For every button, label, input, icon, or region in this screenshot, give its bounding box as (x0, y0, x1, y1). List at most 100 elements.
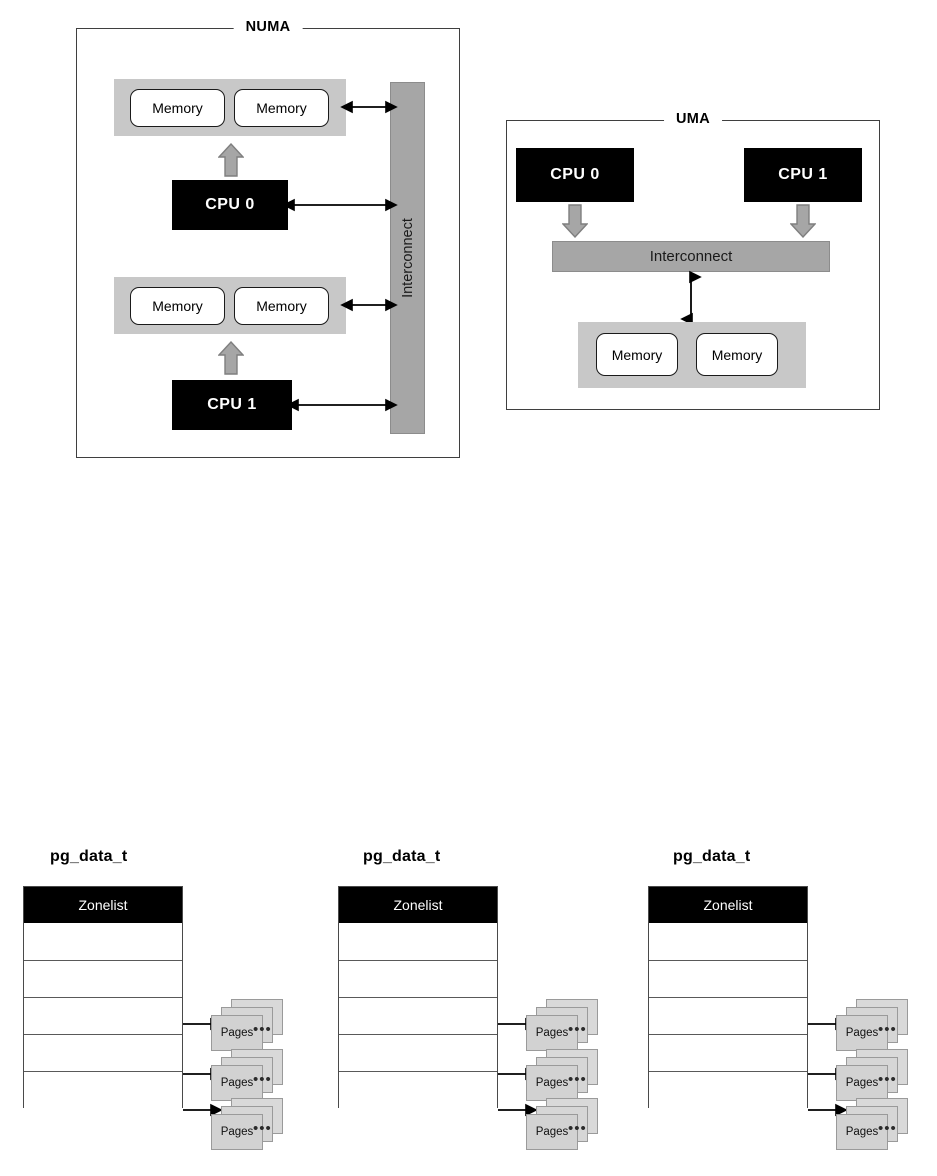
pages-label: Pages (220, 1027, 254, 1039)
pgdata-node-0-row-3[interactable] (24, 1034, 182, 1071)
pgdata-node-0-row-0[interactable] (24, 923, 182, 960)
uma-memory-1[interactable]: Memory (696, 333, 778, 376)
pgdata-node-1-pages-2[interactable]: Pages (526, 1098, 598, 1150)
page-sheet-front: Pages (526, 1114, 578, 1150)
uma-cpu1-to-interconnect-arrow-icon (790, 204, 816, 238)
pgdata-node-1-title: pg_data_t (363, 848, 441, 865)
pgdata-node-2-ellipsis-2: ••• (878, 1120, 897, 1137)
numa-node0-memory-band: Memory Memory (114, 79, 346, 136)
pgdata-node-2-pointer-0 (808, 1017, 848, 1031)
pages-label: Pages (845, 1027, 879, 1039)
numa-cpu-0[interactable]: CPU 0 (172, 180, 288, 230)
numa-group-box: NUMA (76, 18, 460, 458)
pgdata-node-0-row-4[interactable] (24, 1071, 182, 1108)
pgdata-node-1-row-2[interactable] (339, 997, 497, 1034)
pgdata-node-2-pointer-1 (808, 1067, 848, 1081)
numa-node1-memory-band: Memory Memory (114, 277, 346, 334)
pages-label: Pages (845, 1126, 879, 1138)
numa-arrow-cpu1-interconnect (286, 398, 398, 412)
pages-label: Pages (535, 1077, 569, 1089)
numa-interconnect[interactable]: Interconnect (390, 82, 425, 434)
pgdata-node-2-row-3[interactable] (649, 1034, 807, 1071)
numa-arrow-cpu0-interconnect (282, 198, 398, 212)
numa-cpu-1[interactable]: CPU 1 (172, 380, 292, 430)
uma-memory-0[interactable]: Memory (596, 333, 678, 376)
pgdata-node-2-pages-1[interactable]: Pages (836, 1049, 908, 1101)
numa-node1-memory-1[interactable]: Memory (234, 287, 329, 325)
numa-node0-memory-access-arrow-icon (218, 143, 244, 177)
pages-label: Pages (220, 1126, 254, 1138)
memory-label: Memory (711, 346, 763, 363)
pgdata-node-1-row-0[interactable] (339, 923, 497, 960)
pgdata-node-0-ellipsis-0: ••• (253, 1021, 272, 1038)
pgdata-node-2-row-4[interactable] (649, 1071, 807, 1108)
pgdata-node-1-pointer-0 (498, 1017, 538, 1031)
uma-cpu0-to-interconnect-arrow-icon (562, 204, 588, 238)
page-sheet-front: Pages (526, 1015, 578, 1051)
numa-title: NUMA (233, 18, 303, 36)
pgdata-node-0-ellipsis-2: ••• (253, 1120, 272, 1137)
numa-arrow-memory0-interconnect (340, 100, 398, 114)
pgdata-node-1-table: Zonelist (338, 886, 498, 1108)
uma-group-box: UMA (506, 110, 880, 410)
numa-node0-memory-1[interactable]: Memory (234, 89, 329, 127)
memory-label: Memory (611, 346, 663, 363)
pgdata-node-2-ellipsis-0: ••• (878, 1021, 897, 1038)
pgdata-node-0-pages-1[interactable]: Pages (211, 1049, 283, 1101)
pgdata-node-0-header: Zonelist (24, 887, 182, 923)
page-sheet-front: Pages (211, 1114, 263, 1150)
pgdata-node-2-row-0[interactable] (649, 923, 807, 960)
numa-arrow-memory1-interconnect (340, 298, 398, 312)
pgdata-node-1-pages-0[interactable]: Pages (526, 999, 598, 1051)
numa-node1-memory-0[interactable]: Memory (130, 287, 225, 325)
numa-interconnect-label: Interconnect (399, 218, 416, 298)
pgdata-node-0-row-1[interactable] (24, 960, 182, 997)
pgdata-node-1-header: Zonelist (339, 887, 497, 923)
uma-arrow-interconnect-memory (680, 270, 702, 326)
pgdata-node-0-pointer-2 (183, 1103, 223, 1117)
pages-label: Pages (220, 1077, 254, 1089)
pages-label: Pages (535, 1027, 569, 1039)
pgdata-node-1-pointer-1 (498, 1067, 538, 1081)
uma-memory-band: Memory Memory (578, 322, 806, 388)
pgdata-node-1-row-1[interactable] (339, 960, 497, 997)
pgdata-node-0-pointer-1 (183, 1067, 223, 1081)
pgdata-node-2-title: pg_data_t (673, 848, 751, 865)
pgdata-node-0-table: Zonelist (23, 886, 183, 1108)
pgdata-node-0-pages-0[interactable]: Pages (211, 999, 283, 1051)
pgdata-node-2-header: Zonelist (649, 887, 807, 923)
pgdata-node-1-row-3[interactable] (339, 1034, 497, 1071)
pgdata-node-0-ellipsis-1: ••• (253, 1071, 272, 1088)
pgdata-node-1-ellipsis-2: ••• (568, 1120, 587, 1137)
pgdata-node-1-row-4[interactable] (339, 1071, 497, 1108)
pgdata-node-2-pointer-2 (808, 1103, 848, 1117)
cpu-label: CPU 1 (778, 166, 828, 183)
pgdata-node-1-ellipsis-1: ••• (568, 1071, 587, 1088)
uma-cpu-1[interactable]: CPU 1 (744, 148, 862, 202)
pgdata-node-0-pointer-0 (183, 1017, 223, 1031)
pgdata-node-2-pages-2[interactable]: Pages (836, 1098, 908, 1150)
pgdata-node-2-row-2[interactable] (649, 997, 807, 1034)
uma-title: UMA (664, 110, 722, 128)
uma-interconnect-label: Interconnect (649, 248, 733, 265)
page-sheet-front: Pages (211, 1015, 263, 1051)
pgdata-node-1-pointer-2 (498, 1103, 538, 1117)
zonelist-label: Zonelist (703, 897, 753, 913)
numa-node0-memory-0[interactable]: Memory (130, 89, 225, 127)
pgdata-node-0-title: pg_data_t (50, 848, 128, 865)
pages-label: Pages (845, 1077, 879, 1089)
pgdata-node-0-pages-2[interactable]: Pages (211, 1098, 283, 1150)
pgdata-node-2-row-1[interactable] (649, 960, 807, 997)
uma-cpu-0[interactable]: CPU 0 (516, 148, 634, 202)
pages-label: Pages (535, 1126, 569, 1138)
uma-interconnect[interactable]: Interconnect (552, 241, 830, 272)
pgdata-node-2-pages-0[interactable]: Pages (836, 999, 908, 1051)
pgdata-node-2-ellipsis-1: ••• (878, 1071, 897, 1088)
pgdata-node-1-pages-1[interactable]: Pages (526, 1049, 598, 1101)
memory-label: Memory (256, 298, 307, 314)
pgdata-node-2-table: Zonelist (648, 886, 808, 1108)
pgdata-node-0-row-2[interactable] (24, 997, 182, 1034)
page-sheet-front: Pages (211, 1065, 263, 1101)
cpu-label: CPU 0 (550, 166, 600, 183)
